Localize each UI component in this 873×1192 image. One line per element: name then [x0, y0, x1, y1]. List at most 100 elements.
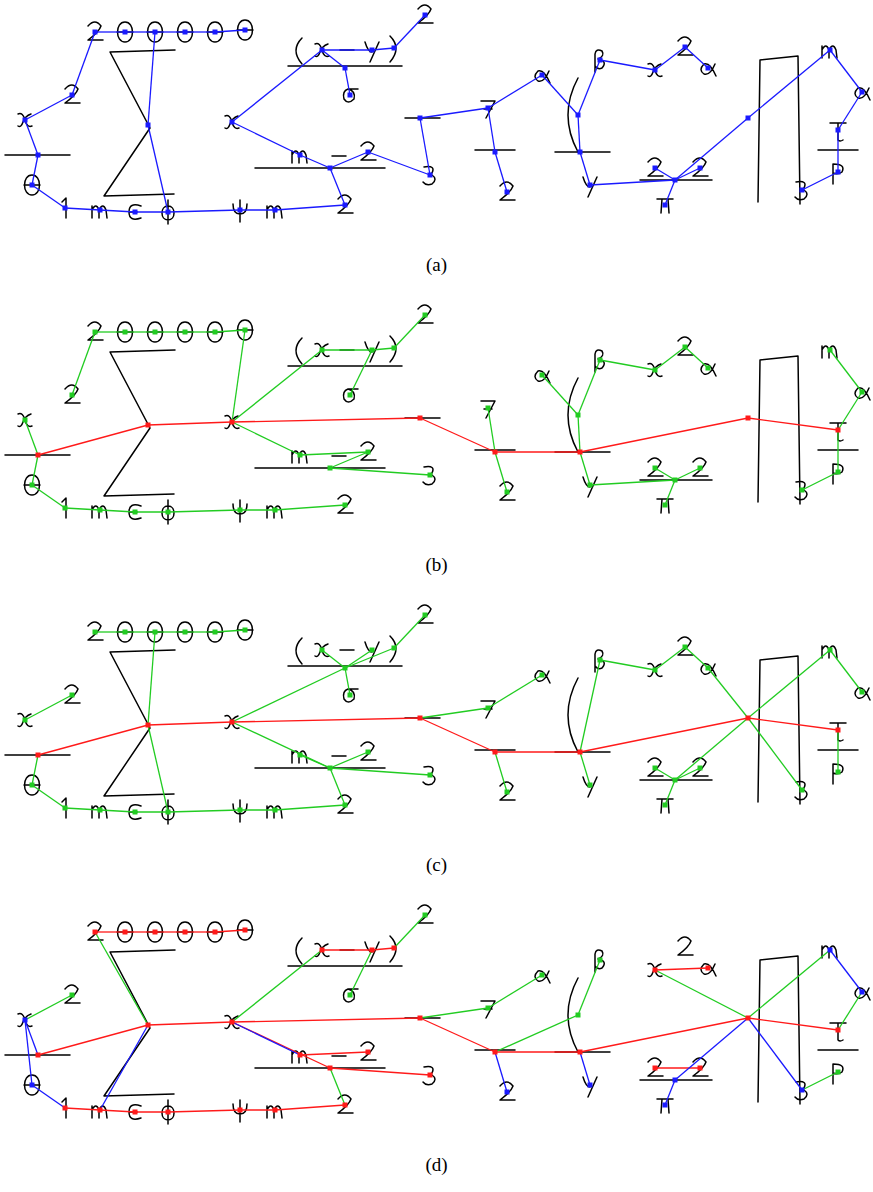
graph-vertex — [183, 30, 188, 35]
graph-vertex — [698, 166, 703, 171]
graph-edge — [25, 695, 72, 720]
graph-edge — [655, 468, 675, 480]
graph-edge — [100, 210, 135, 212]
handwriting — [5, 5, 870, 224]
graph-edge — [655, 1067, 700, 1068]
product-symbol — [758, 956, 800, 1104]
graph-vertex — [320, 948, 325, 953]
fraction-bar — [255, 1067, 385, 1069]
graph-edge — [185, 931, 215, 932]
handwritten-symbol — [795, 1082, 807, 1100]
graph-vertex — [343, 66, 348, 71]
handwritten-symbol — [657, 799, 673, 813]
graph-vertex — [166, 510, 171, 515]
graph-vertex — [673, 778, 678, 783]
handwritten-symbol — [795, 182, 807, 200]
sum-symbol — [104, 650, 175, 796]
graph-vertex — [348, 393, 353, 398]
fraction-bar — [332, 455, 346, 457]
handwritten-symbol — [296, 938, 302, 964]
handwritten-symbol — [92, 506, 107, 518]
handwritten-symbol — [338, 195, 353, 213]
graph-edge — [330, 768, 345, 805]
handwritten-symbol — [365, 42, 379, 62]
graph-vertex — [418, 716, 423, 721]
graph-vertex — [486, 406, 491, 411]
graph-vertex — [70, 93, 75, 98]
graph-edge — [125, 331, 155, 332]
graph-vertex — [273, 508, 278, 513]
graph-edge — [32, 155, 38, 185]
panel-caption: (b) — [423, 554, 449, 575]
graph-edge — [580, 1052, 590, 1085]
graph-edge — [232, 50, 322, 122]
product-symbol — [758, 656, 800, 804]
graph-vertex — [298, 753, 303, 758]
graph-vertex — [673, 478, 678, 483]
graph-edge — [350, 950, 372, 995]
graph-vertex — [392, 946, 397, 951]
graph-edge — [578, 115, 580, 152]
graph-edge — [148, 125, 168, 212]
graph-vertex — [392, 46, 397, 51]
handwritten-symbol — [233, 800, 247, 822]
graph-vertex — [133, 510, 138, 515]
graph-edge — [600, 660, 655, 670]
graph-edge — [95, 331, 125, 332]
handwritten-symbol — [583, 777, 597, 797]
graph-vertex — [370, 948, 375, 953]
graph-vertex — [366, 450, 371, 455]
graph-edges — [23, 13, 865, 215]
graph-vertex — [706, 966, 711, 971]
graph-vertex — [23, 718, 28, 723]
graph-vertex — [698, 766, 703, 771]
graph-vertex — [98, 808, 103, 813]
panel-caption-box: (d) — [0, 1154, 873, 1176]
handwritten-symbol — [693, 1058, 708, 1076]
graph-vertex — [153, 30, 158, 35]
graph-edge — [495, 452, 507, 492]
graph-edge — [580, 452, 590, 485]
handwritten-symbol — [92, 1106, 107, 1118]
graph-edge — [675, 168, 700, 180]
graph-edges — [23, 913, 865, 1115]
handwritten-symbol — [24, 175, 40, 195]
graph-edge — [148, 725, 168, 812]
graph-edge — [655, 968, 708, 970]
graph-vertex — [328, 766, 333, 771]
graph-vertex — [578, 450, 583, 455]
graph-edge — [38, 725, 148, 755]
graph-edge — [232, 122, 300, 155]
graph-edge — [125, 31, 155, 32]
graph-edge — [830, 350, 862, 392]
graph-edge — [655, 768, 675, 780]
graph-edge — [240, 209, 275, 210]
graph-vertex — [36, 453, 41, 458]
graph-vertex — [366, 750, 371, 755]
graph-edge — [372, 48, 394, 50]
graph-edge — [65, 208, 100, 210]
sum-symbol — [104, 950, 175, 1096]
handwritten-paren — [568, 678, 578, 752]
graph-edge — [495, 1051, 580, 1052]
graph-vertex — [343, 203, 348, 208]
graph-vertex — [576, 113, 581, 118]
graph-vertex — [328, 466, 333, 471]
graph-edge — [275, 805, 345, 810]
handwritten-symbol — [855, 688, 870, 700]
graph-vertex — [423, 313, 428, 318]
handwritten-symbol — [344, 689, 359, 702]
graph-vertex — [663, 503, 668, 508]
graph-edge — [232, 1022, 330, 1068]
graph-edge — [802, 172, 838, 190]
graph-edges — [23, 313, 865, 515]
handwritten-symbol — [693, 158, 708, 176]
graph-vertex — [418, 1016, 423, 1021]
graph-vertex — [706, 66, 711, 71]
graph-edge — [655, 347, 685, 370]
graph-edge — [330, 168, 345, 205]
graph-edge — [578, 960, 600, 1015]
sum-symbol — [104, 350, 175, 496]
graph-edge — [148, 722, 232, 725]
graph-edge — [655, 647, 685, 670]
